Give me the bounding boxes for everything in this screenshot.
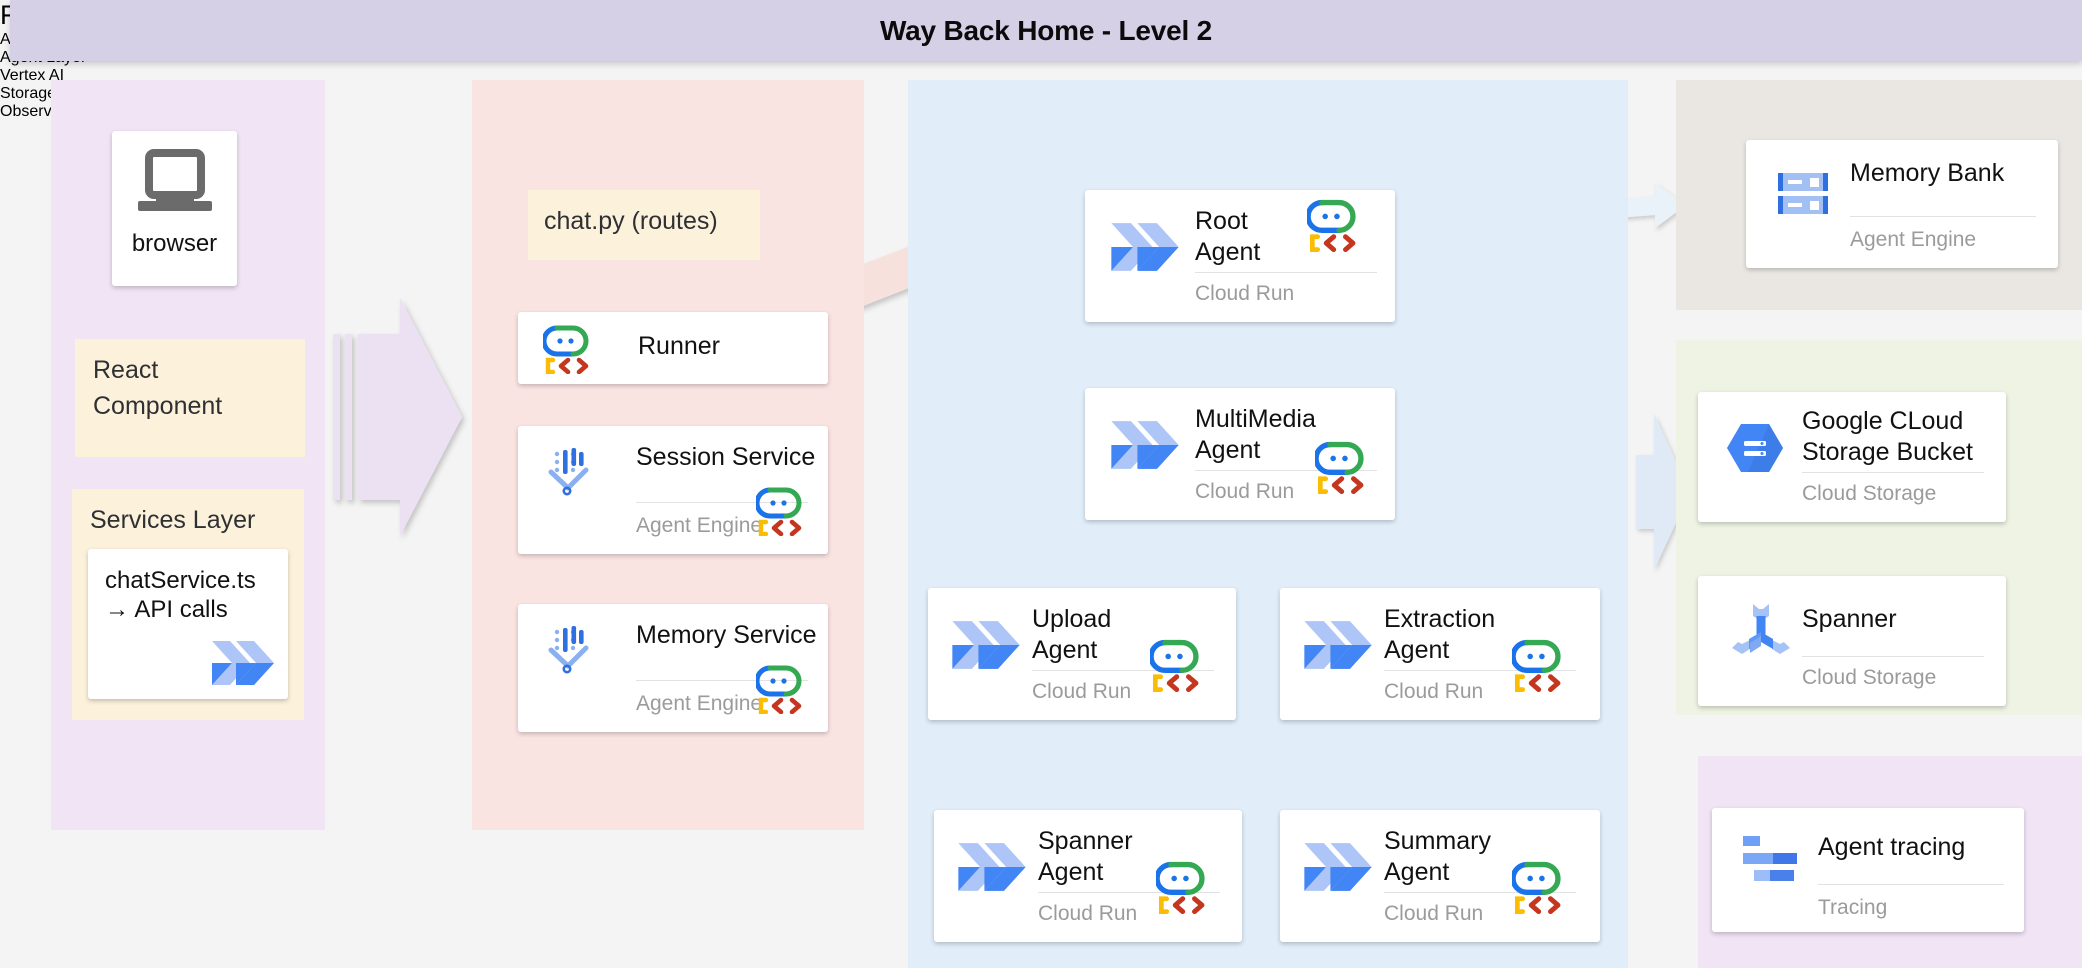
card-divider: [1818, 884, 2004, 885]
cloud-run-icon: [1107, 216, 1183, 278]
card-divider: [636, 502, 808, 503]
adk-icon: [541, 324, 601, 375]
adk-icon: [1510, 638, 1574, 693]
arrow-frontend-to-api: [333, 298, 462, 536]
card-chat-service-title: chatService.ts → API calls: [105, 567, 256, 624]
card-agent-tracing-subtitle: Tracing: [1818, 896, 1888, 919]
adk-icon: [754, 486, 814, 537]
cloud-run-icon: [1300, 614, 1376, 676]
card-memory-bank-subtitle: Agent Engine: [1850, 228, 1977, 251]
card-summary-agent-subtitle: Cloud Run: [1384, 902, 1484, 925]
agent-engine-icon: [546, 446, 598, 498]
cloud-run-icon: [1300, 836, 1376, 898]
card-chat-service[interactable]: chatService.ts → API calls: [88, 549, 288, 699]
card-memory-service-title: Memory Service: [636, 621, 817, 649]
card-multimedia-agent-subtitle: Cloud Run: [1195, 480, 1295, 503]
adk-icon: [1154, 860, 1218, 915]
adk-icon: [754, 664, 814, 715]
adk-icon: [1305, 198, 1369, 253]
card-runner[interactable]: Runner: [518, 312, 828, 384]
card-upload-agent-subtitle: Cloud Run: [1032, 680, 1132, 703]
card-root-agent-title: Root Agent: [1195, 207, 1261, 266]
card-divider: [1850, 216, 2036, 217]
card-memory-bank-title: Memory Bank: [1850, 159, 2005, 187]
card-divider: [1038, 892, 1220, 893]
card-extraction-agent[interactable]: Extraction Agent Cloud Run: [1280, 588, 1600, 720]
card-session-service[interactable]: Session Service Agent Engine: [518, 426, 828, 554]
card-summary-agent-title: Summary Agent: [1384, 827, 1491, 886]
region-storage-label: Storage: [0, 85, 57, 102]
region-vertex-ai-label: Vertex AI: [0, 67, 65, 84]
card-divider: [1195, 470, 1377, 471]
card-root-agent-subtitle: Cloud Run: [1195, 282, 1295, 305]
card-gcs-bucket-subtitle: Cloud Storage: [1802, 482, 1937, 505]
card-runner-title: Runner: [638, 332, 720, 360]
card-divider: [1195, 272, 1377, 273]
adk-icon: [1313, 440, 1377, 495]
laptop-icon: [136, 149, 214, 219]
card-upload-agent-title: Upload Agent: [1032, 605, 1112, 664]
card-divider: [1384, 892, 1576, 893]
card-spanner-agent[interactable]: Spanner Agent Cloud Run: [934, 810, 1242, 942]
card-agent-tracing[interactable]: Agent tracing Tracing: [1712, 808, 2024, 932]
box-react-component[interactable]: React Component: [75, 339, 305, 457]
card-summary-agent[interactable]: Summary Agent Cloud Run: [1280, 810, 1600, 942]
box-chat-routes[interactable]: chat.py (routes): [528, 190, 760, 260]
card-extraction-agent-subtitle: Cloud Run: [1384, 680, 1484, 703]
box-react-component-label: React Component: [93, 356, 223, 420]
card-browser[interactable]: browser: [112, 131, 237, 286]
card-agent-tracing-title: Agent tracing: [1818, 833, 1966, 861]
cloud-run-icon: [954, 836, 1030, 898]
title-bar: Way Back Home - Level 2: [10, 0, 2082, 61]
memory-bank-icon: [1774, 170, 1832, 218]
card-spanner-subtitle: Cloud Storage: [1802, 666, 1937, 689]
card-spanner-agent-subtitle: Cloud Run: [1038, 902, 1138, 925]
card-gcs-bucket[interactable]: Google CLoud Storage Bucket Cloud Storag…: [1698, 392, 2006, 522]
card-multimedia-agent-title: MultiMedia Agent: [1195, 405, 1316, 464]
cloud-run-icon: [1107, 414, 1183, 476]
adk-icon: [1510, 860, 1574, 915]
card-extraction-agent-title: Extraction Agent: [1384, 605, 1496, 664]
card-memory-service[interactable]: Memory Service Agent Engine: [518, 604, 828, 732]
tracing-icon: [1740, 832, 1802, 884]
box-services-layer-label: Services Layer: [90, 506, 256, 534]
card-session-service-subtitle: Agent Engine: [636, 514, 763, 537]
cloud-storage-icon: [1724, 420, 1786, 476]
card-spanner-agent-title: Spanner Agent: [1038, 827, 1133, 886]
card-divider: [636, 680, 808, 681]
box-chat-routes-label: chat.py (routes): [544, 207, 718, 235]
card-browser-title: browser: [131, 230, 218, 257]
spanner-icon: [1728, 602, 1794, 664]
card-memory-service-subtitle: Agent Engine: [636, 692, 763, 715]
card-spanner-title: Spanner: [1802, 605, 1897, 633]
adk-icon: [1148, 638, 1212, 693]
card-divider: [1032, 670, 1214, 671]
cloud-run-icon: [208, 635, 278, 691]
card-root-agent[interactable]: Root Agent Cloud Run: [1085, 190, 1395, 322]
agent-engine-icon: [546, 624, 598, 676]
card-spanner[interactable]: Spanner Cloud Storage: [1698, 576, 2006, 706]
card-divider: [1802, 656, 1984, 657]
card-session-service-title: Session Service: [636, 443, 816, 471]
card-divider: [1802, 472, 1984, 473]
card-memory-bank[interactable]: Memory Bank Agent Engine: [1746, 140, 2058, 268]
card-gcs-bucket-title: Google CLoud Storage Bucket: [1802, 407, 1973, 466]
cloud-run-icon: [948, 614, 1024, 676]
page-title: Way Back Home - Level 2: [879, 14, 1213, 46]
card-multimedia-agent[interactable]: MultiMedia Agent Cloud Run: [1085, 388, 1395, 520]
card-divider: [1384, 670, 1576, 671]
card-upload-agent[interactable]: Upload Agent Cloud Run: [928, 588, 1236, 720]
